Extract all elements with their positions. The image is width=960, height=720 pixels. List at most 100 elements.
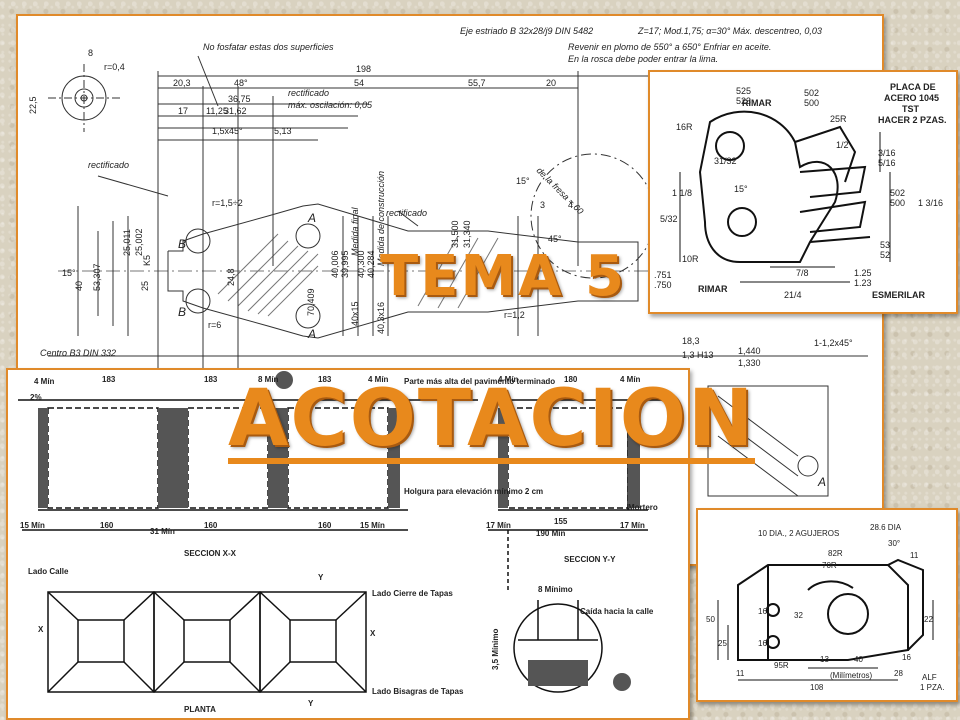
dim: 40	[74, 281, 84, 291]
label-slope: 2%	[30, 393, 42, 402]
dim: 53,307	[92, 263, 102, 291]
dim: 31/32	[714, 156, 737, 166]
dim: 40	[854, 655, 863, 664]
dim: 18,3	[682, 336, 700, 346]
dim: 15°	[734, 184, 748, 194]
dim: 22,5	[28, 96, 38, 114]
label-esmerilar: ESMERILAR	[872, 290, 926, 300]
dim: 70R	[822, 561, 837, 570]
dim: 183	[318, 375, 332, 384]
dim: 4 Mín	[368, 375, 389, 384]
note-rosca: En la rosca debe poder entrar la lima.	[568, 54, 718, 64]
dim: 54	[354, 78, 364, 88]
plate-drawing: PLACA DE ACERO 1045 TST HACER 2 PZAS. RI…	[654, 82, 947, 300]
dim: 25R	[830, 114, 847, 124]
label-holgura: Holgura para elevación mínimo 2 cm	[404, 487, 543, 496]
label-rimar-top: RIMAR	[742, 98, 772, 108]
dim: 10R	[682, 254, 699, 264]
dim: 8	[88, 48, 93, 58]
dim: 4	[568, 200, 573, 210]
dim: 50	[706, 615, 715, 624]
dim: 45°	[548, 234, 562, 244]
dim: 11	[910, 551, 919, 560]
dim: 32	[794, 611, 803, 620]
dim: 15°	[62, 268, 76, 278]
label-holes: 10 DIA., 2 AGUJEROS	[758, 529, 839, 538]
dim: 17 Mín	[620, 521, 645, 530]
dim: 1.23	[854, 278, 872, 288]
dim: 16	[758, 639, 767, 648]
label-alf: ALF	[922, 673, 937, 682]
dim: 1,330	[738, 358, 761, 368]
dim: 28	[894, 669, 903, 678]
label-a: A	[817, 475, 826, 489]
dim: 11	[736, 669, 745, 678]
label-x: X	[38, 625, 44, 634]
label-x: X	[370, 629, 376, 638]
dim: 31,340	[462, 220, 472, 248]
dim: 25	[718, 639, 727, 648]
dim: 500	[804, 98, 819, 108]
dim: 155	[554, 517, 568, 526]
dim: 70,409	[306, 288, 316, 316]
dim: 502	[890, 188, 905, 198]
dim: K5	[142, 255, 152, 266]
dim: .751	[654, 270, 672, 280]
dim: 53	[880, 240, 890, 250]
dim: 11,25	[206, 106, 228, 116]
dim: 190 Mín	[536, 529, 565, 538]
dim: 31,62	[224, 106, 247, 116]
dim: 1,5x45°	[212, 126, 243, 136]
label-y: Y	[318, 573, 324, 582]
dim: 1 3/16	[918, 198, 943, 208]
dim: 502	[804, 88, 819, 98]
note-no-fosfatar: No fosfatar estas dos superficies	[203, 42, 334, 52]
note-centro: Centro B3 DIN 332	[40, 348, 116, 358]
label-lado-calle: Lado Calle	[28, 567, 69, 576]
dim: 31,500	[450, 220, 460, 248]
label-mm: (Milímetros)	[830, 671, 873, 680]
dim: 30°	[888, 539, 900, 548]
dim: 160	[318, 521, 332, 530]
dim: 4 Mín	[620, 375, 641, 384]
note-rectificado-left: rectificado	[88, 160, 129, 170]
note-rectificado-top: rectificado	[288, 88, 329, 98]
dim: 24,8	[226, 268, 236, 286]
dim: 20,3	[173, 78, 191, 88]
slide-title: ACOTACION	[228, 374, 756, 464]
label-hacer: HACER 2 PZAS.	[878, 115, 947, 125]
dim: 15 Mín	[360, 521, 385, 530]
dim: 1 1/8	[672, 188, 692, 198]
dim: 5/32	[660, 214, 678, 224]
dim: 25	[140, 281, 150, 291]
dim: 525	[736, 86, 751, 96]
note-mod: Z=17; Mod.1,75; α=30° Máx. descentreo, 0…	[637, 26, 822, 36]
dim: 1,440	[738, 346, 761, 356]
dim: 183	[102, 375, 116, 384]
label-dia: 28.6 DIA	[870, 523, 902, 532]
note-medida-construccion: Medida de construcción	[376, 171, 386, 266]
dim: 40x15	[350, 301, 360, 326]
slide-subtitle: TEMA 5	[380, 244, 626, 309]
dim: 55,7	[468, 78, 486, 88]
label-a: A	[307, 327, 316, 341]
dim: 1-1,2x45°	[814, 338, 853, 348]
dim: r=1,2	[504, 310, 525, 320]
dim: 40,006	[330, 250, 340, 278]
pit-drawing: 4 Mín 183 183 8 Mín 183 4 Mín 4 Mín 180 …	[18, 371, 678, 714]
label-b: B	[178, 237, 186, 251]
dim: 16R	[676, 122, 693, 132]
dim: 48°	[234, 78, 248, 88]
dim: 1,3 H13	[682, 350, 714, 360]
dim: 5/16	[878, 158, 896, 168]
note-medida-final: Medida final	[350, 206, 360, 256]
label-tst: TST	[902, 104, 920, 114]
dim: .750	[654, 280, 672, 290]
plate-drawing-panel: PLACA DE ACERO 1045 TST HACER 2 PZAS. RI…	[648, 70, 958, 314]
label-caida: Caída hacia la calle	[580, 607, 654, 616]
dim: 40,284	[366, 250, 376, 278]
label-3-5-minimo: 3,5 Mínimo	[491, 629, 500, 670]
dim: 39,995	[340, 250, 350, 278]
dim: 160	[100, 521, 114, 530]
dim: 523	[736, 96, 751, 106]
